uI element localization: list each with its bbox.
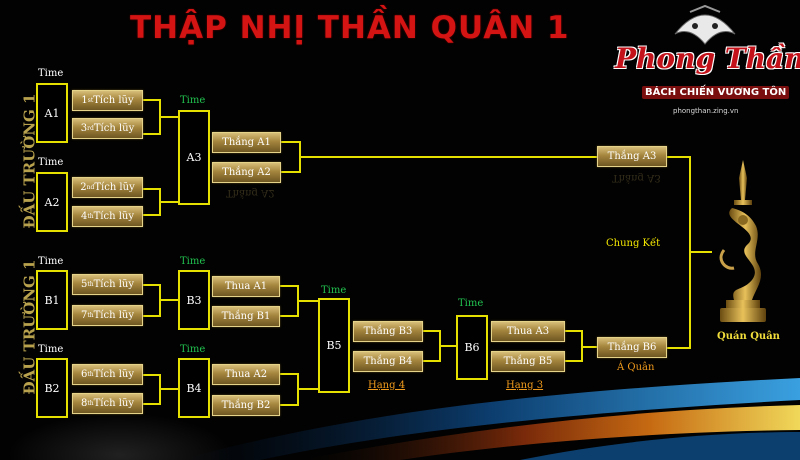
champion-label: Quán Quân [717,331,780,342]
plate-reflection: Thắng A3 [612,172,661,183]
rank4-label: Hạng 4 [368,380,406,391]
plate-win-b3: Thắng B3 [353,321,423,342]
logo-tagline: BÁCH CHIẾN VƯƠNG TÔN [642,86,790,99]
group-box-a1: A1 [36,83,68,143]
plate-win-b4: Thắng B4 [353,351,423,372]
time-label: Time [38,344,64,355]
runner-up-label: Á Quân [617,362,655,373]
plate-win-a3: Thắng A3 [597,146,667,167]
group-box-b1: B1 [36,270,68,330]
plate-reflection: Thắng A2 [226,187,275,198]
plate-win-b1: Thắng B1 [212,306,280,327]
plate-win-b6: Thắng B6 [597,337,667,358]
mask-icon [674,4,736,45]
logo-brand: Phong Thần [615,42,800,75]
plate-win-b2: Thắng B2 [212,395,280,416]
group-box-b6: B6 [456,315,488,380]
time-label: Time [180,95,206,106]
plate-lose-a3: Thua A3 [491,321,565,342]
plate-lose-a2: Thua A2 [212,364,280,385]
time-label: Time [458,298,484,309]
group-box-b5: B5 [318,298,350,393]
time-label: Time [321,285,347,296]
plate-lose-a1: Thua A1 [212,276,280,297]
group-box-a3: A3 [178,110,210,205]
plate-win-a1: Thắng A1 [212,132,281,153]
rank3-label: Hạng 3 [506,380,544,391]
time-label: Time [180,256,206,267]
time-label: Time [38,157,64,168]
page-title: THẬP NHỊ THẦN QUÂN 1 [130,10,570,46]
time-label: Time [180,344,206,355]
plate-win-a2: Thắng A2 [212,162,281,183]
time-label: Time [38,68,64,79]
group-box-b2: B2 [36,358,68,418]
game-logo: Phong Thần BÁCH CHIẾN VƯƠNG TÔN phongtha… [610,4,800,124]
group-box-b4: B4 [178,358,210,418]
group-box-a2: A2 [36,172,68,232]
trophy-icon [719,160,766,322]
final-label: Chung Kết [606,238,661,249]
logo-site: phongthan.zing.vn [673,107,739,115]
group-box-b3: B3 [178,270,210,330]
plate-win-b5: Thắng B5 [491,351,565,372]
time-label: Time [38,256,64,267]
